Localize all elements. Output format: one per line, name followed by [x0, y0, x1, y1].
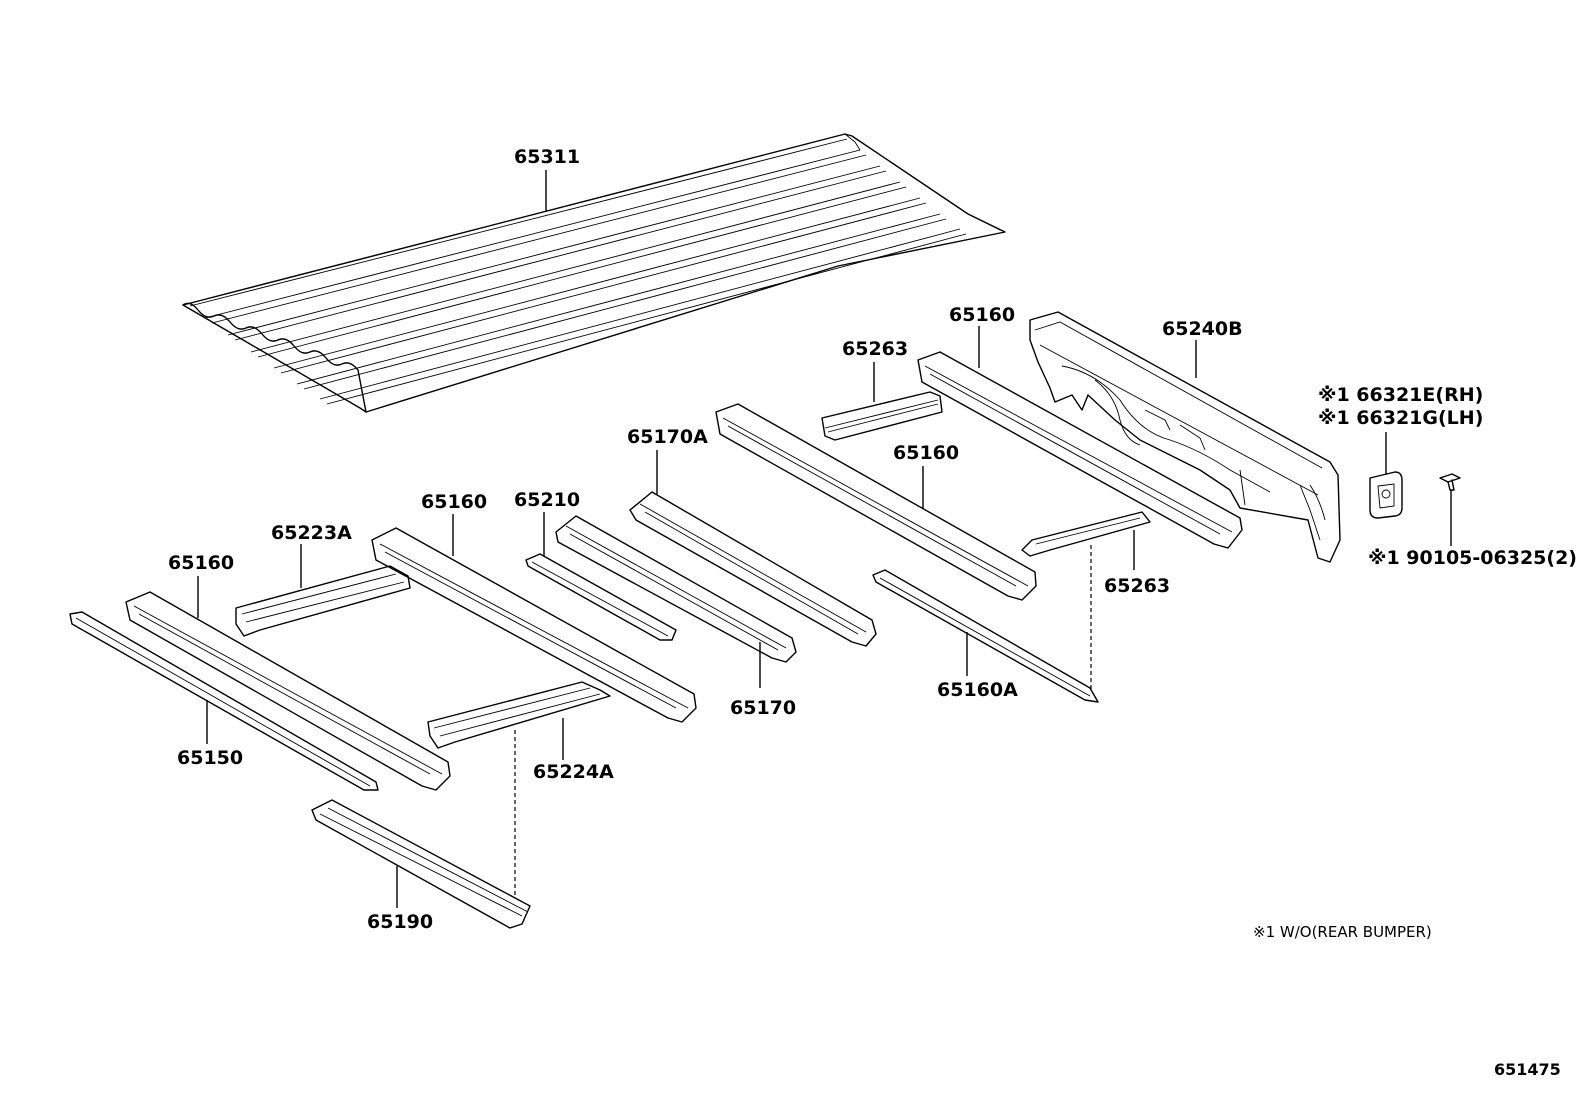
bracket-223a[interactable]: [235, 565, 411, 637]
bracket-224a[interactable]: [427, 681, 611, 749]
label-65150: 65150: [177, 747, 243, 769]
label-66321G: ※1 66321G(LH): [1318, 407, 1483, 429]
sill-front[interactable]: [125, 591, 451, 791]
label-65160A: 65160A: [937, 679, 1018, 701]
label-90105: ※1 90105-06325(2): [1368, 547, 1577, 569]
reinforcement-upper[interactable]: [821, 391, 943, 441]
label-65224A: 65224A: [533, 761, 614, 783]
label-65160-b: 65160: [893, 442, 959, 464]
label-65210: 65210: [514, 489, 580, 511]
label-65160-a: 65160: [949, 304, 1015, 326]
member-170[interactable]: [555, 515, 797, 663]
member-210[interactable]: [525, 553, 677, 641]
label-66321E: ※1 66321E(RH): [1318, 384, 1483, 406]
mudguard[interactable]: [1369, 471, 1403, 519]
label-65170: 65170: [730, 697, 796, 719]
label-65223A: 65223A: [271, 522, 352, 544]
label-65160-d: 65160: [168, 552, 234, 574]
sill-rear-top[interactable]: [917, 351, 1243, 549]
bed-floor-panel[interactable]: [182, 133, 1006, 413]
member-190[interactable]: [311, 799, 531, 929]
label-65263-lower: 65263: [1104, 575, 1170, 597]
label-65311: 65311: [514, 146, 580, 168]
reinforcement-lower[interactable]: [1021, 511, 1151, 557]
sill-side[interactable]: [69, 611, 379, 791]
label-65170A: 65170A: [627, 426, 708, 448]
member-170a[interactable]: [629, 491, 877, 647]
figure-number: 651475: [1494, 1060, 1561, 1079]
sill-a[interactable]: [872, 569, 1099, 703]
label-65240B: 65240B: [1162, 318, 1243, 340]
label-65160-c: 65160: [421, 491, 487, 513]
label-65190: 65190: [367, 911, 433, 933]
sill-mid[interactable]: [371, 527, 697, 723]
footnote: ※1 W/O(REAR BUMPER): [1253, 923, 1432, 941]
screw[interactable]: [1439, 473, 1461, 491]
sill-rear-second[interactable]: [715, 403, 1037, 601]
label-65263-upper: 65263: [842, 338, 908, 360]
rear-cross-sill[interactable]: [1029, 311, 1341, 563]
